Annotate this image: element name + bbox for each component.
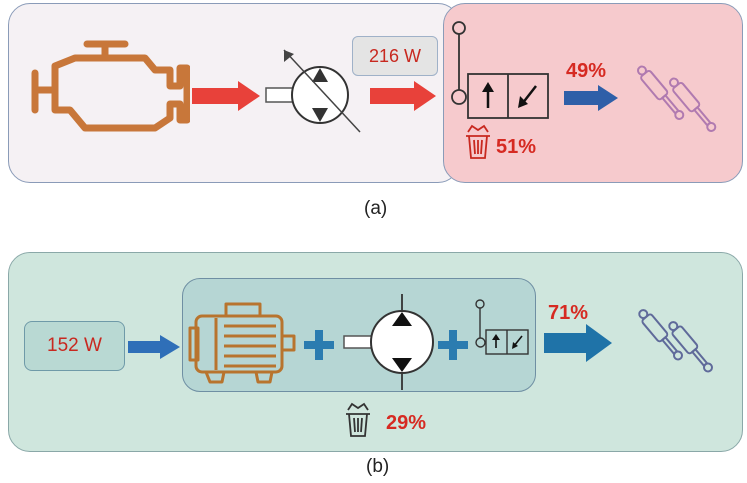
trash-icon — [346, 402, 370, 437]
output-percent-a: 49% — [566, 60, 607, 82]
plus-icon — [304, 330, 334, 360]
blue-arrow — [544, 324, 612, 362]
trash-icon — [466, 124, 490, 159]
loss-percent-b: 29% — [386, 412, 427, 434]
blue-arrow — [128, 335, 180, 359]
hydraulic-cylinder-icon — [637, 65, 717, 132]
control-valve-icon — [475, 299, 529, 355]
control-valve-icon — [451, 21, 549, 119]
engine-icon — [31, 40, 190, 132]
input-power-label-a: 216 W — [352, 36, 438, 76]
variable-pump-icon — [265, 49, 361, 133]
caption-b: (b) — [366, 456, 390, 477]
red-arrow — [370, 81, 436, 111]
caption-a: (a) — [364, 198, 388, 219]
hydraulic-cylinder-icon — [638, 309, 713, 373]
red-arrow — [192, 81, 260, 111]
plus-icon — [438, 330, 468, 360]
input-power-label-b: 152 W — [24, 321, 125, 371]
output-percent-b: 71% — [548, 302, 589, 324]
loss-percent-a: 51% — [496, 136, 537, 158]
electric-motor-icon — [188, 302, 296, 384]
blue-arrow — [564, 85, 618, 111]
fixed-pump-icon — [343, 294, 434, 390]
